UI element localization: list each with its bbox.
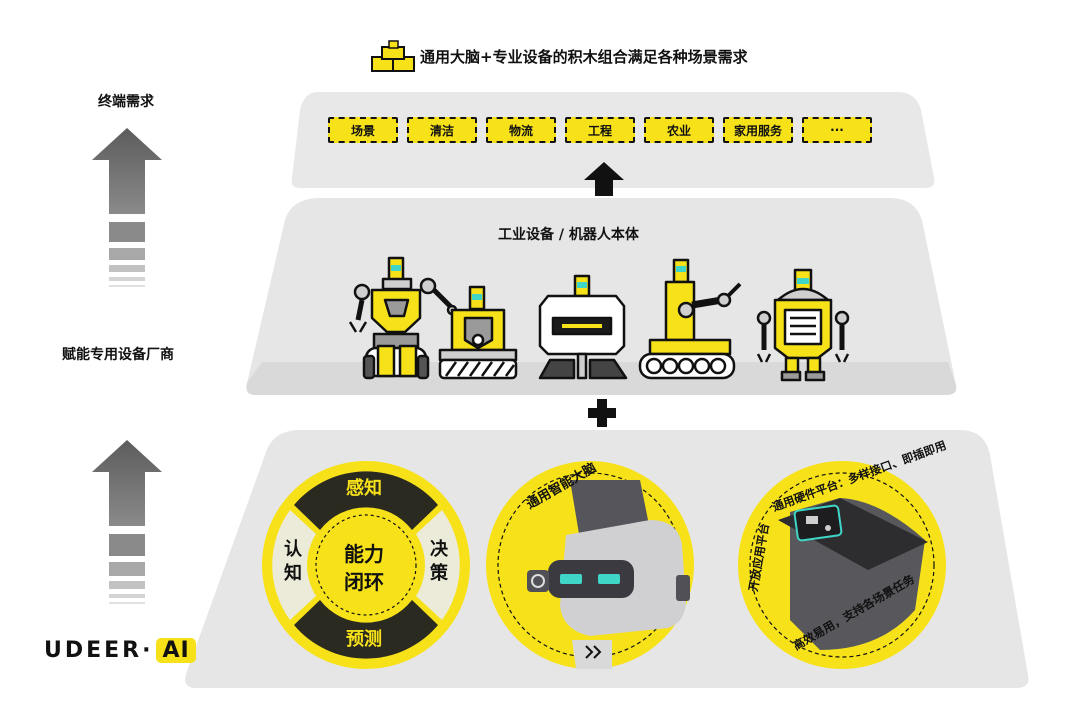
loop-center-line1: 能力 [344,542,384,566]
vendor-label: 赋能专用设备厂商 [62,347,174,363]
up-arrow-icon [584,162,624,196]
hardware-module [738,461,946,669]
logo-text: UDEER· [44,638,154,663]
vendor-arrow-icon [92,440,162,604]
loop-segment-bottom [294,600,438,659]
loop-segment-top [294,471,438,530]
capability-loop [262,461,470,669]
crane-arm-tracked-robot-icon [638,258,742,380]
loop-label-right: 决策 [430,539,448,584]
diagram-title: 通用大脑+专业设备的积木组合满足各种场景需求 [420,42,748,70]
scene-tag-home-service: 家用服务 [723,117,793,143]
loop-label-bottom: 预测 [346,629,382,650]
scene-tag-more: ··· [802,117,872,143]
loop-segment-right [416,510,460,620]
scene-tag-cleaning: 清洁 [407,117,477,143]
wheeled-box-robot-icon [538,274,628,380]
building-blocks-icon [371,40,415,72]
dual-arm-tracked-robot-icon [348,256,458,380]
scene-tag-scene: 场景 [328,117,398,143]
loop-segment-left [272,510,316,620]
scene-tag-agriculture: 农业 [644,117,714,143]
loop-label-left: 认知 [284,539,302,584]
tracked-cart-robot-icon [438,285,518,380]
udeer-ai-logo: UDEER· AI [44,638,196,663]
scene-tag-row: 场景 清洁 物流 工程 农业 家用服务 ··· [328,117,872,143]
loop-label-top: 感知 [346,478,382,499]
brain-device [486,461,694,669]
terminal-demand-label: 终端需求 [98,94,154,110]
plus-icon [588,399,616,427]
humanoid-display-robot-icon [756,268,850,382]
middle-layer-title: 工业设备 / 机器人本体 [498,227,639,243]
logo-ai-badge: AI [156,638,196,663]
loop-center-line2: 闭环 [344,570,384,594]
demand-arrow-icon [92,128,162,287]
scene-tag-logistics: 物流 [486,117,556,143]
scene-tag-engineering: 工程 [565,117,635,143]
diagram-title-text: 通用大脑+专业设备的积木组合满足各种场景需求 [420,47,748,66]
